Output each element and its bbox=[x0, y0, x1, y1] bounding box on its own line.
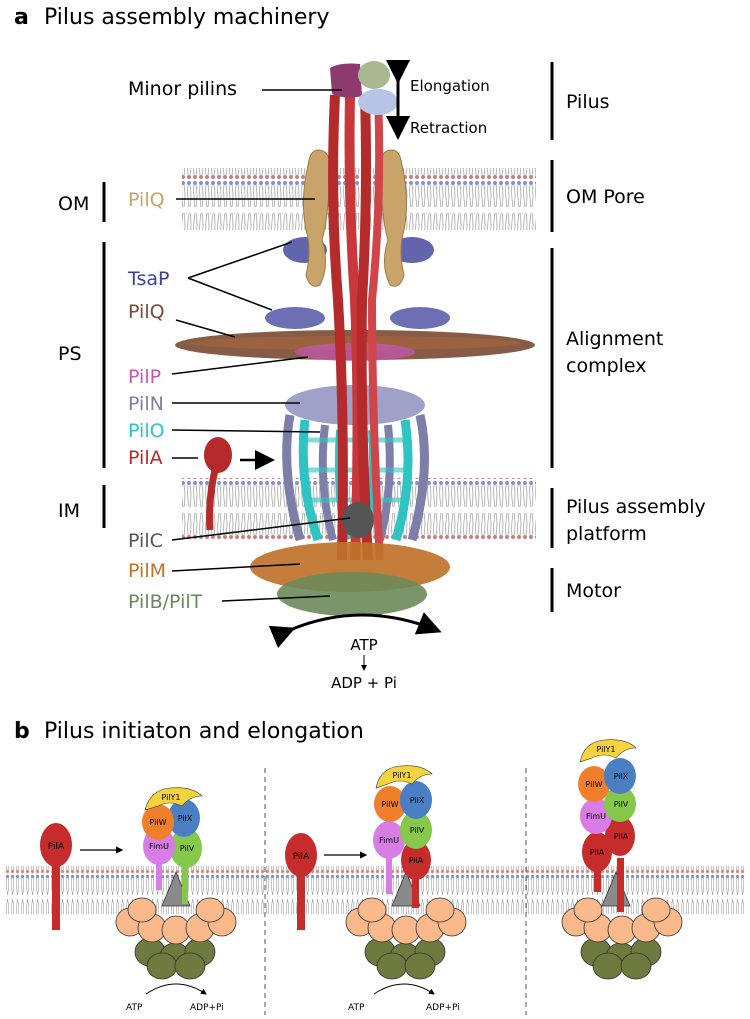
label-pilus: Pilus bbox=[566, 91, 610, 113]
label-alignment-line1: Alignment bbox=[566, 328, 663, 350]
stage2-motor bbox=[345, 870, 467, 980]
svg-text:PilA: PilA bbox=[48, 842, 65, 852]
minor-pilin-blue bbox=[358, 89, 398, 115]
svg-text:PilX: PilX bbox=[614, 772, 629, 781]
label-motor: Motor bbox=[566, 580, 621, 602]
minor-pilin-green bbox=[358, 61, 390, 89]
label-elongation: Elongation bbox=[410, 77, 490, 95]
svg-text:PilY1: PilY1 bbox=[392, 771, 411, 780]
svg-text:PilW: PilW bbox=[149, 818, 166, 827]
stage-1: PilA PilY1 bbox=[40, 787, 237, 1013]
panel-b-letter: b bbox=[14, 719, 30, 744]
label-pila: PilA bbox=[128, 447, 163, 469]
label-retraction: Retraction bbox=[410, 119, 487, 137]
svg-text:PilW: PilW bbox=[585, 780, 602, 789]
stage2-free-pila: PilA bbox=[285, 833, 317, 930]
stage-3: PilY1 PilW PilX PilV FimU PilA PilA bbox=[561, 739, 683, 980]
label-pilq-ps: PilQ bbox=[128, 301, 165, 323]
svg-text:PilY1: PilY1 bbox=[596, 745, 615, 754]
stage2-minor-pilin-complex: PilY1 PilW PilX PilV FimU PilA bbox=[373, 765, 433, 908]
label-pilp: PilP bbox=[128, 366, 161, 388]
stage3-motor bbox=[561, 870, 683, 980]
pilb-pilt-motor bbox=[277, 572, 427, 616]
svg-text:PilA: PilA bbox=[614, 832, 629, 841]
stage1-free-pila: PilA bbox=[40, 823, 72, 930]
panel-b-title: Pilus initiaton and elongation bbox=[44, 719, 364, 744]
svg-text:PilA: PilA bbox=[590, 848, 605, 857]
pilc-core bbox=[342, 502, 374, 538]
svg-text:PilY1: PilY1 bbox=[161, 793, 180, 802]
svg-text:PilW: PilW bbox=[381, 800, 398, 809]
stage1-adp-pi: ADP+Pi bbox=[190, 1003, 224, 1013]
panel-a-title: Pilus assembly machinery bbox=[44, 5, 329, 30]
stage1-atp: ATP bbox=[126, 1003, 143, 1013]
pila-monomer bbox=[204, 437, 232, 531]
label-piln: PilN bbox=[128, 393, 164, 415]
panel-a-letter: a bbox=[14, 5, 29, 30]
stage1-motor bbox=[115, 870, 237, 980]
label-pilo: PilO bbox=[128, 420, 165, 442]
label-pilb-pilt: PilB/PilT bbox=[128, 591, 203, 613]
svg-text:PilA: PilA bbox=[293, 852, 310, 862]
label-pilc: PilC bbox=[128, 530, 163, 552]
tsap-cluster-bottom-right bbox=[390, 307, 450, 329]
label-platform-line2: platform bbox=[566, 523, 647, 545]
pilq-pore-right bbox=[379, 149, 408, 287]
label-ps: PS bbox=[58, 343, 82, 365]
atp-rotation-arrow bbox=[268, 612, 442, 648]
label-atp-a: ATP bbox=[350, 636, 377, 654]
tsap-cluster-bottom-left bbox=[265, 307, 325, 329]
pilus-fiber bbox=[328, 94, 384, 561]
stage3-minor-pilin-complex: PilY1 PilW PilX PilV FimU PilA PilA bbox=[578, 739, 637, 912]
svg-text:PilV: PilV bbox=[180, 844, 195, 853]
stage2-adp-pi: ADP+Pi bbox=[426, 1003, 460, 1013]
svg-text:FimU: FimU bbox=[149, 842, 169, 851]
label-tsap: TsaP bbox=[127, 268, 169, 290]
label-pilq-om: PilQ bbox=[128, 189, 165, 211]
svg-text:FimU: FimU bbox=[379, 836, 399, 845]
svg-text:FimU: FimU bbox=[586, 812, 606, 821]
svg-text:PilV: PilV bbox=[410, 826, 425, 835]
pilq-pore-left bbox=[302, 149, 331, 287]
label-om-pore: OM Pore bbox=[566, 186, 645, 208]
minor-pilin-purple bbox=[330, 63, 362, 98]
label-om: OM bbox=[58, 193, 89, 215]
stage2-atp: ATP bbox=[348, 1003, 365, 1013]
label-alignment-line2: complex bbox=[566, 355, 647, 377]
label-platform-line1: Pilus assembly bbox=[566, 496, 706, 518]
stage1-minor-pilin-complex: PilY1 PilW PilX FimU PilV bbox=[142, 787, 203, 904]
svg-text:PilA: PilA bbox=[409, 856, 424, 865]
label-adp-pi-a: ADP + Pi bbox=[331, 674, 397, 692]
svg-text:PilX: PilX bbox=[178, 814, 193, 823]
svg-text:PilX: PilX bbox=[410, 796, 425, 805]
label-im: IM bbox=[58, 500, 80, 522]
stage-2: PilA PilY1 Pil bbox=[285, 765, 467, 1013]
label-minor-pilins: Minor pilins bbox=[128, 78, 237, 100]
label-pilm: PilM bbox=[128, 560, 166, 582]
svg-text:PilV: PilV bbox=[614, 800, 629, 809]
